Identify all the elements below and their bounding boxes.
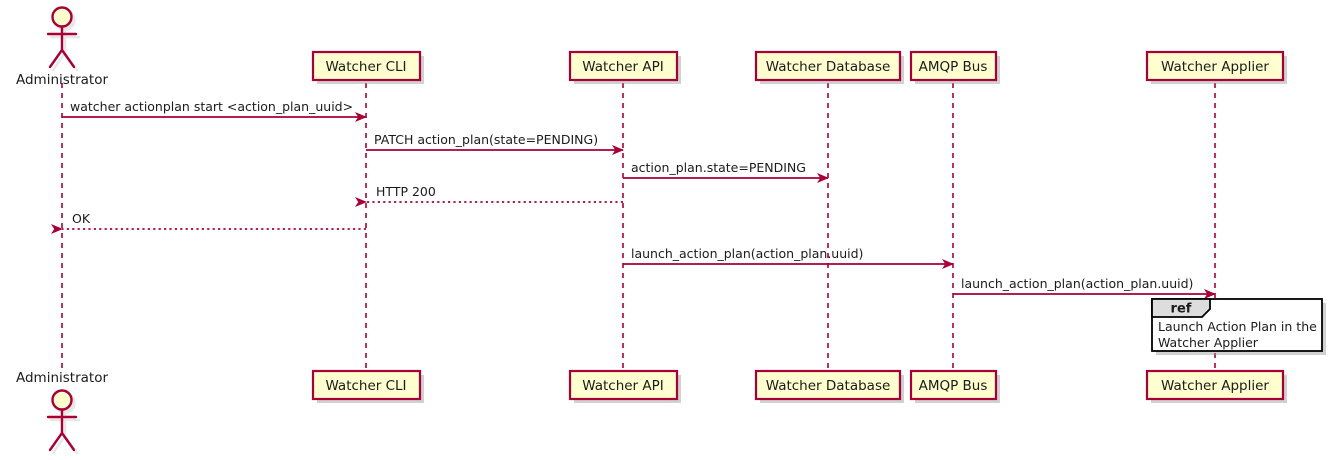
participant-box-db[interactable]: Watcher Database [754,369,904,403]
message-2-cli-to-api[interactable]: PATCH action_plan(state=PENDING) [366,132,624,155]
participant-label-applier: Watcher Applier [1161,378,1269,394]
participant-box-rect [754,369,902,401]
message-1-admin-to-cli[interactable]: watcher actionplan start <action_plan_uu… [62,99,367,122]
participant-label-db: Watcher Database [766,59,891,75]
participant-label-amqp: AMQP Bus [919,378,988,394]
message-label: HTTP 200 [376,184,436,199]
participant-box-rect [754,50,902,82]
message-label: launch_action_plan(action_plan.uuid) [961,276,1193,291]
participant-label-amqp: AMQP Bus [919,59,988,75]
participant-box-rect [1145,50,1285,82]
participant-box-rect [568,369,679,401]
participant-box-rect [568,50,679,82]
message-label: action_plan.state=PENDING [631,160,806,175]
actor-label-admin: Administrator [16,370,108,386]
actor-head [51,6,73,28]
actor-head [51,389,73,411]
participant-box-api[interactable]: Watcher API [568,369,681,403]
participant-box-rect [311,369,422,401]
message-5-cli-to-admin[interactable]: OK [51,211,366,234]
ref-fragment-line-2: Watcher Applier [1158,335,1259,350]
participant-label-applier: Watcher Applier [1161,59,1269,75]
message-7-amqp-to-applier[interactable]: launch_action_plan(action_plan.uuid) [953,276,1216,299]
participant-label-cli: Watcher CLI [325,378,406,394]
message-label: watcher actionplan start <action_plan_uu… [70,99,353,114]
ref-fragment-header [1151,298,1211,318]
participant-heads-group: Administrator Watcher CLI Watcher API Watch… [16,6,1287,89]
participant-box-rect [1145,369,1285,401]
participant-box-api[interactable]: Watcher API [568,50,681,84]
actor-admin[interactable]: Administrator [16,6,108,89]
participant-box-applier[interactable]: Watcher Applier [1145,369,1287,403]
actor-label-admin: Administrator [16,72,108,88]
ref-fragment-line-1: Launch Action Plan in the [1158,319,1317,334]
participant-box-amqp[interactable]: AMQP Bus [909,369,1000,403]
participant-box-applier[interactable]: Watcher Applier [1145,50,1287,84]
participant-box-cli[interactable]: Watcher CLI [311,50,424,84]
actor-admin[interactable]: Administrator [16,370,108,455]
participant-box-amqp[interactable]: AMQP Bus [909,50,1000,84]
participant-label-cli: Watcher CLI [325,59,406,75]
message-3-api-to-db[interactable]: action_plan.state=PENDING [623,160,829,183]
participant-box-rect [311,50,422,82]
participant-box-rect [909,369,998,401]
ref-fragment-keyword: ref [1171,302,1192,317]
participant-box-cli[interactable]: Watcher CLI [311,369,424,403]
actor-legs [48,48,76,69]
actor-legs [48,431,76,452]
message-6-api-to-amqp[interactable]: launch_action_plan(action_plan.uuid) [623,246,954,269]
message-label: OK [72,211,91,226]
message-label: PATCH action_plan(state=PENDING) [374,132,598,147]
participant-label-api: Watcher API [582,378,664,394]
participant-box-rect [909,50,998,82]
participant-label-db: Watcher Database [766,378,891,394]
messages-group: watcher actionplan start <action_plan_uu… [51,99,1216,299]
message-4-api-to-cli[interactable]: HTTP 200 [355,184,623,207]
participant-box-db[interactable]: Watcher Database [754,50,904,84]
message-label: launch_action_plan(action_plan.uuid) [631,246,863,261]
participant-label-api: Watcher API [582,59,664,75]
